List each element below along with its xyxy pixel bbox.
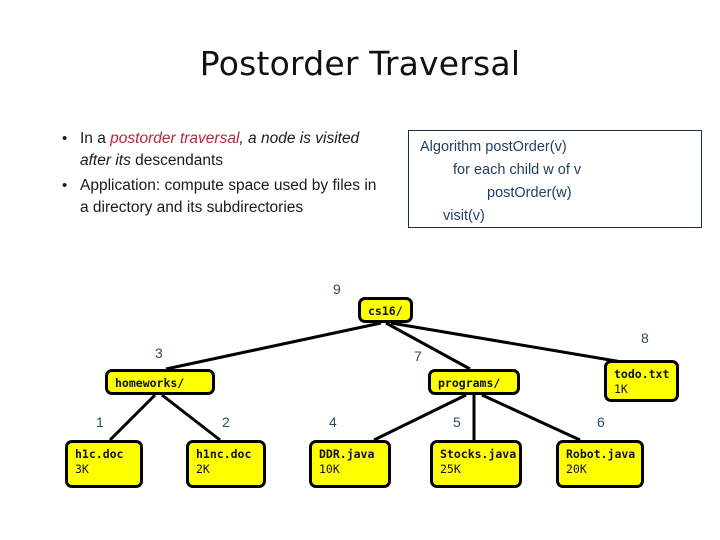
algorithm-line-signature: Algorithm postOrder(v) (420, 139, 567, 155)
bullet-item-2: • Application: compute space used by fil… (62, 175, 384, 219)
tree-node-name: cs16/ (368, 304, 403, 318)
tree-node-size: 10K (319, 462, 340, 476)
tree-node-size: 3K (75, 462, 89, 476)
bullet-item-1-text: In a postorder traversal, a node is visi… (80, 128, 384, 172)
bullet-text-part: , (239, 130, 249, 147)
bullet-emphasis-postorder-traversal: postorder traversal (110, 130, 240, 147)
visit-order-label-h1c: 1 (96, 414, 104, 430)
tree-node-name: Stocks.java (440, 447, 517, 461)
tree-edge-prog-to-ddr (373, 393, 467, 442)
tree-node-name: Robot.java (566, 447, 636, 461)
tree-node-name: h1nc.doc (196, 447, 252, 461)
tree-node-size: 20K (566, 462, 587, 476)
algorithm-line-visit: visit(v) (443, 208, 485, 224)
algorithm-line-for-each: for each child w of v (453, 162, 582, 178)
visit-order-label-h1nc: 2 (222, 414, 230, 430)
tree-edge-cs16-to-hw (165, 321, 382, 371)
visit-order-label-ddr: 4 (329, 414, 337, 430)
tree-node-hw: homeworks/ (105, 369, 215, 395)
tree-node-prog: programs/ (428, 369, 520, 395)
bullet-text-part: a node is visited after its (80, 130, 360, 169)
visit-order-label-todo: 8 (641, 330, 649, 346)
tree-edge-hw-to-h1c (108, 393, 157, 442)
visit-order-label-stocks: 5 (453, 414, 461, 430)
bullet-text-part: In a (80, 130, 111, 147)
bullet-list: • In a postorder traversal, a node is vi… (62, 128, 384, 222)
tree-node-name: homeworks/ (115, 376, 185, 390)
bullet-item-1: • In a postorder traversal, a node is vi… (62, 128, 384, 172)
tree-edge-cs16-to-prog (385, 321, 471, 371)
tree-edge-cs16-to-todo (390, 321, 623, 364)
tree-node-name: programs/ (438, 376, 501, 390)
algorithm-box: Algorithm postOrder(v) for each child w … (408, 130, 702, 228)
bullet-item-2-text: Application: compute space used by files… (80, 177, 377, 216)
visit-order-label-robot: 6 (597, 414, 605, 430)
tree-node-name: todo.txt (614, 367, 670, 381)
page-title: Postorder Traversal (199, 44, 521, 83)
tree-node-cs16: cs16/ (358, 297, 413, 323)
tree-edge-prog-to-robot (481, 393, 581, 442)
bullet-marker: • (62, 130, 68, 147)
tree-node-size: 25K (440, 462, 461, 476)
algorithm-line-recursive-call: postOrder(w) (487, 185, 572, 201)
bullet-text-part: descendants (130, 152, 224, 169)
tree-node-size: 2K (196, 462, 210, 476)
visit-order-label-hw: 3 (155, 345, 163, 361)
tree-edge-hw-to-h1nc (161, 393, 221, 442)
tree-node-name: DDR.java (319, 447, 375, 461)
bullet-marker: • (62, 177, 68, 194)
tree-node-size: 1K (614, 382, 628, 396)
visit-order-label-prog: 7 (414, 348, 422, 364)
tree-node-name: h1c.doc (75, 447, 124, 461)
visit-order-label-cs16: 9 (333, 281, 341, 297)
